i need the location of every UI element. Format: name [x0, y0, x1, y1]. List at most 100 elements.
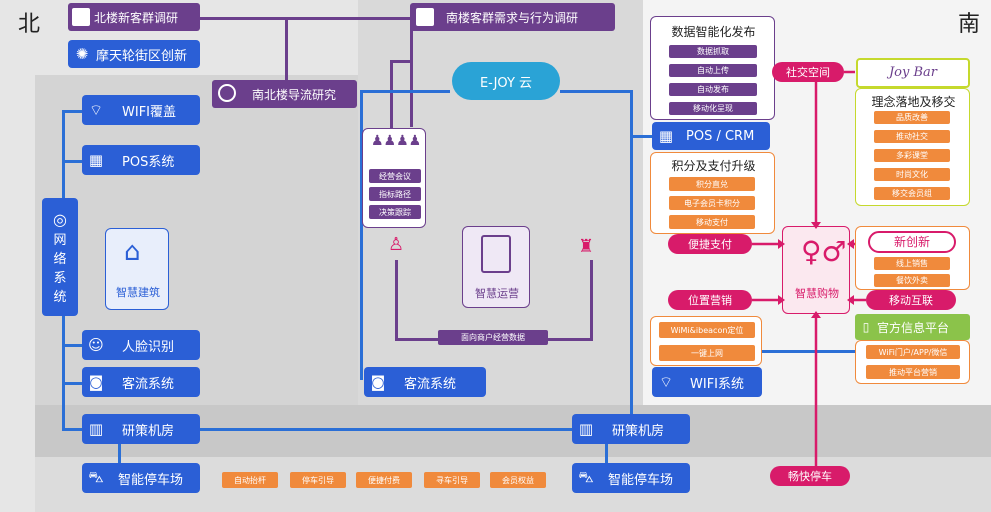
server-icon: ▥	[578, 420, 594, 438]
shop-icon: ♜	[578, 236, 595, 257]
ferris-box[interactable]: ✺ 摩天轮街区创新	[68, 40, 200, 68]
pos-crm-box[interactable]: ▦ POS / CRM	[652, 122, 770, 150]
connector	[760, 350, 855, 353]
people-icon: ♀♂	[801, 235, 847, 268]
cash-register-icon: ▦	[658, 127, 674, 145]
data-pub-item: 数据抓取	[669, 45, 757, 58]
parking-quick-pill[interactable]: 畅快停车	[770, 466, 850, 486]
connector	[395, 260, 398, 340]
cloud-label: E-JOY 云	[479, 76, 533, 91]
official-platform-box[interactable]: ▯ 官方信息平台	[855, 314, 970, 340]
people-icon: ♟♟♟♟	[371, 133, 422, 149]
server-icon: ▥	[88, 420, 104, 438]
data-pub-item: 自动发布	[669, 83, 757, 96]
car-icon: ⛍	[578, 468, 594, 486]
north-label: 北	[18, 12, 41, 37]
network-char: 络	[53, 251, 67, 267]
platform-item: 推动平台营销	[866, 365, 960, 379]
face-box[interactable]: ☺ 人脸识别	[82, 330, 200, 360]
wifi-icon: ⌔	[658, 372, 674, 391]
flow-study-box[interactable]: 南北楼导流研究	[212, 80, 357, 108]
connector	[630, 90, 633, 430]
face-label: 人脸识别	[122, 339, 175, 355]
north-survey-box[interactable]: 北楼新客群调研	[68, 3, 200, 31]
connector	[62, 110, 82, 113]
face-icon: ☺	[88, 336, 104, 354]
connector	[200, 17, 412, 20]
clipboard-icon	[72, 8, 90, 26]
smart-building-label: 智慧建筑	[116, 286, 160, 299]
wifi-system-box[interactable]: ⌔ WIFI系统	[652, 367, 762, 397]
wifi-feature: 一键上网	[659, 345, 755, 361]
parking-left-label: 智能停车场	[118, 472, 184, 488]
parking-feature: 会员权益	[490, 472, 546, 488]
connector	[605, 428, 608, 463]
ferris-label: 摩天轮街区创新	[96, 48, 188, 64]
joy-logo: Joy Bar	[856, 58, 970, 88]
south-survey-label: 南楼客群需求与行为调研	[446, 10, 579, 25]
smart-ops-panel[interactable]: 智慧运营	[462, 226, 530, 308]
data-pub-title: 数据智能化发布	[671, 25, 756, 39]
network-char: 系	[53, 270, 67, 286]
parking-feature: 便捷付费	[356, 472, 412, 488]
parking-left-box[interactable]: ⛍ 智能停车场	[82, 463, 200, 493]
merchant-data-box[interactable]: 面向商户经营数据	[438, 330, 548, 345]
concept-item: 移交会员组	[874, 187, 950, 200]
wifi-box[interactable]: ⌔ WIFI覆盖	[82, 95, 200, 125]
connector	[410, 17, 413, 127]
official-platform-label: 官方信息平台	[877, 320, 950, 335]
building-icon: ⌂	[124, 237, 141, 267]
easy-pay-pill[interactable]: 便捷支付	[668, 234, 752, 254]
network-icon: ◎	[53, 209, 67, 229]
south-survey-box[interactable]: 南楼客群需求与行为调研	[410, 3, 615, 31]
car-icon: ⛍	[88, 468, 104, 486]
smart-shopping-label: 智慧购物	[795, 287, 839, 300]
mobile-internet-pill[interactable]: 移动互联	[866, 290, 956, 310]
north-survey-label: 北楼新客群调研	[94, 10, 179, 25]
concept-item: 品质改善	[874, 111, 950, 124]
points-title: 积分及支付升级	[671, 159, 756, 173]
camera-icon: ◙	[88, 373, 104, 391]
phone-icon: ▯	[862, 320, 870, 334]
innovation-item: 餐饮外卖	[874, 274, 950, 287]
smart-ops-label: 智慧运营	[475, 287, 519, 300]
points-item: 积分直兑	[669, 177, 755, 191]
connector	[62, 428, 572, 431]
cash-register-icon: ▦	[88, 151, 104, 169]
location-pill[interactable]: 位置营销	[668, 290, 752, 310]
connector	[360, 90, 363, 380]
points-panel: 积分及支付升级 积分直兑 电子会员卡积分 移动支付	[650, 152, 775, 234]
camera-icon: ◙	[370, 373, 386, 391]
parking-feature: 停车引导	[290, 472, 346, 488]
wifi-icon: ⌔	[88, 100, 104, 119]
new-innovation-label: 新创新	[868, 231, 956, 253]
room-right-box[interactable]: ▥ 研策机房	[572, 414, 690, 444]
network-char: 网	[53, 232, 67, 248]
concept-title: 理念落地及移交	[871, 95, 956, 109]
person-icon: ♙	[388, 234, 405, 255]
left-traffic-box[interactable]: ◙ 客流系统	[82, 367, 200, 397]
connector	[285, 17, 288, 80]
network-box[interactable]: ◎ 网 络 系 统	[42, 198, 78, 316]
parking-right-box[interactable]: ⛍ 智能停车场	[572, 463, 690, 493]
network-char: 统	[53, 289, 67, 305]
points-item: 电子会员卡积分	[669, 196, 755, 210]
pos-box[interactable]: ▦ POS系统	[82, 145, 200, 175]
mid-traffic-box[interactable]: ◙ 客流系统	[364, 367, 486, 397]
social-pill[interactable]: 社交空间	[772, 62, 844, 82]
ops-item: 经营会议	[369, 169, 421, 183]
connector	[118, 428, 121, 463]
mid-traffic-label: 客流系统	[404, 376, 457, 392]
wifi-feature: WiMi&ibeacon定位	[659, 322, 755, 338]
south-label: 南	[958, 12, 981, 37]
innovation-panel: 新创新 线上销售 餐饮外卖	[855, 226, 970, 290]
smart-building-panel[interactable]: ⌂ 智慧建筑	[105, 228, 169, 310]
innovation-item: 线上销售	[874, 257, 950, 270]
magnifier-icon	[218, 84, 236, 102]
smart-shopping-panel[interactable]: ♀♂ 智慧购物	[782, 226, 850, 314]
connector	[360, 90, 450, 93]
data-pub-item: 自动上传	[669, 64, 757, 77]
room-right-label: 研策机房	[612, 423, 665, 439]
room-left-box[interactable]: ▥ 研策机房	[82, 414, 200, 444]
